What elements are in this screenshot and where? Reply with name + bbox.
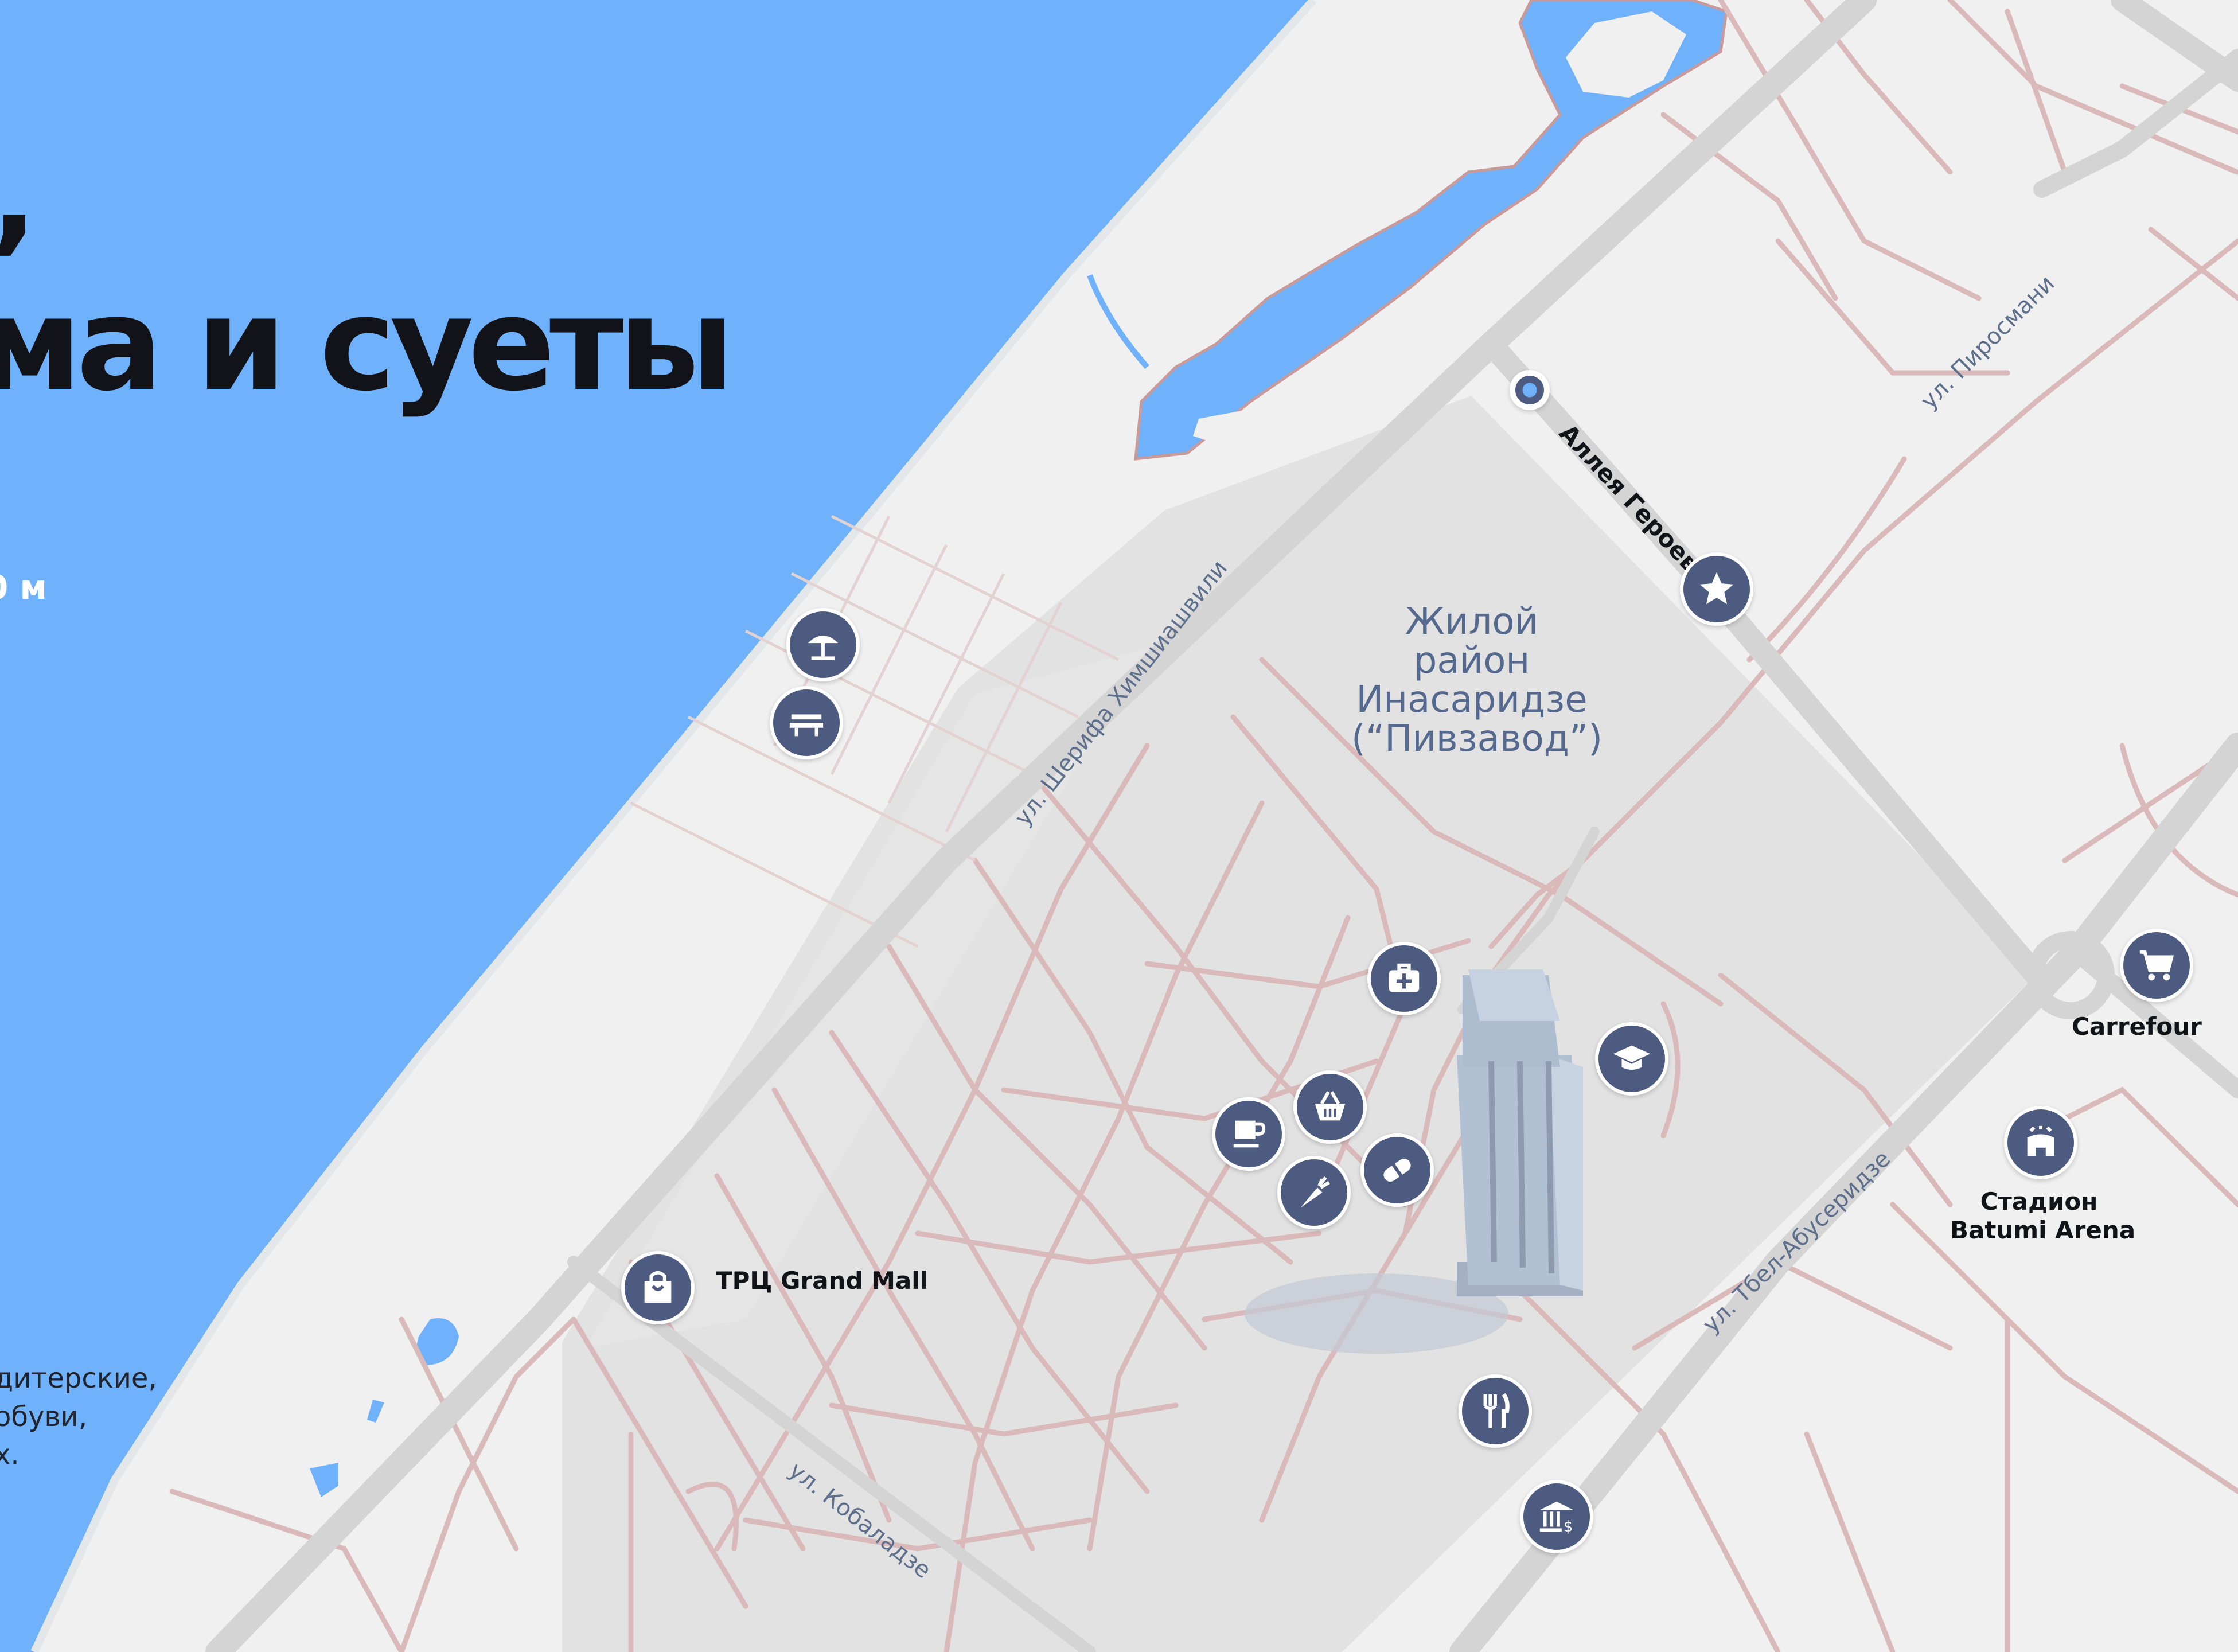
district-label-line: (“Пивзавод”) bbox=[1351, 718, 1603, 760]
district-area bbox=[562, 396, 2036, 1652]
poi-label-stadium: Стадион Batumi Arena bbox=[1950, 1187, 2136, 1245]
description-line: х. bbox=[0, 1439, 20, 1471]
beach-umbrella-icon bbox=[808, 635, 839, 660]
location-marker[interactable] bbox=[1510, 370, 1550, 410]
page-heading: ма и суеты bbox=[0, 270, 734, 419]
grocery-marker[interactable] bbox=[1277, 1156, 1351, 1229]
shopping-bag-icon bbox=[644, 1271, 672, 1303]
sea-area bbox=[0, 0, 1313, 1652]
district-label-line: Инасаридзе bbox=[1356, 679, 1588, 721]
poi-label-carrefour: Carrefour bbox=[2072, 1012, 2202, 1041]
district-label: Жилой район Инасаридзе (“Пивзавод”) bbox=[1351, 601, 1603, 760]
location-pin-icon bbox=[1522, 383, 1537, 398]
school-marker[interactable] bbox=[1595, 1022, 1668, 1096]
beach-marker[interactable] bbox=[786, 608, 860, 681]
poi-label-stadium-line: Стадион bbox=[1980, 1187, 2098, 1215]
carrot-icon bbox=[1300, 1176, 1330, 1208]
bank-marker[interactable]: $ bbox=[1520, 1480, 1593, 1553]
roundabout bbox=[2026, 931, 2115, 1019]
stadium-icon bbox=[2027, 1125, 2054, 1156]
restaurant-marker[interactable] bbox=[1459, 1374, 1532, 1448]
building-top bbox=[1468, 969, 1560, 1021]
distance-text: 0 м bbox=[0, 568, 47, 607]
coastline bbox=[30, 0, 1317, 1652]
building-fins bbox=[1488, 1061, 1554, 1274]
harbor-island bbox=[1193, 410, 1270, 442]
svg-text:$: $ bbox=[1564, 1518, 1573, 1536]
mall-marker[interactable] bbox=[621, 1251, 695, 1324]
harbor-water bbox=[1134, 0, 1728, 461]
stadium-marker[interactable] bbox=[2004, 1106, 2077, 1179]
poi-label-grand-mall: ТРЦ Grand Mall bbox=[716, 1267, 929, 1295]
star-icon bbox=[1699, 572, 1734, 605]
monument-marker[interactable] bbox=[1680, 552, 1753, 626]
supermarket-marker[interactable] bbox=[1293, 1070, 1367, 1144]
shopping-basket-icon bbox=[1315, 1091, 1346, 1121]
pond-small bbox=[367, 1400, 384, 1423]
pill-icon bbox=[1383, 1158, 1411, 1182]
poi-label-stadium-line: Batumi Arena bbox=[1950, 1216, 2136, 1244]
pond-small bbox=[310, 1463, 338, 1497]
park-marker[interactable] bbox=[770, 686, 843, 759]
roundabout-small bbox=[1475, 340, 1496, 360]
district-area-south bbox=[585, 648, 1147, 1348]
bank-icon: $ bbox=[1539, 1501, 1574, 1536]
river-canal bbox=[1087, 274, 1149, 369]
graduation-cap-icon bbox=[1613, 1045, 1651, 1070]
shopping-cart-icon bbox=[2139, 950, 2174, 981]
pharmacy-marker[interactable] bbox=[1360, 1133, 1434, 1207]
beach-paths bbox=[630, 515, 1120, 948]
description-line: обуви, bbox=[0, 1401, 88, 1433]
harbor-island bbox=[1566, 11, 1686, 98]
medical-kit-icon bbox=[1389, 963, 1420, 992]
clinic-marker[interactable] bbox=[1367, 942, 1441, 1015]
description-line: дитерские, bbox=[0, 1362, 157, 1394]
carrefour-marker[interactable] bbox=[2120, 929, 2193, 1002]
coffee-cup-icon bbox=[1233, 1120, 1266, 1148]
heading-comma: ’ bbox=[0, 189, 38, 342]
cafe-marker[interactable] bbox=[1212, 1097, 1285, 1171]
bench-icon bbox=[789, 714, 824, 737]
pond bbox=[416, 1318, 459, 1365]
building-side bbox=[1549, 1055, 1583, 1291]
main-roads bbox=[205, 0, 2238, 1652]
district-label-line: Жилой район bbox=[1405, 601, 1539, 682]
building-shadow bbox=[1245, 1273, 1508, 1354]
fork-knife-icon bbox=[1483, 1393, 1510, 1428]
